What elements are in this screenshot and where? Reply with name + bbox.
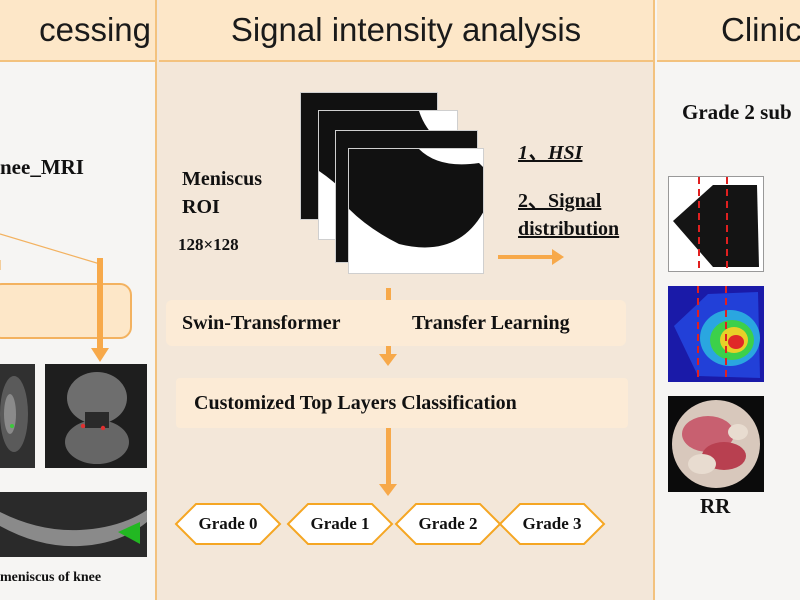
- clinical-title: Clinic: [721, 11, 800, 48]
- rr-label: RR: [700, 494, 731, 518]
- down-arrow-icon: [379, 484, 397, 496]
- swin-transformer-label: Swin-Transformer: [182, 312, 341, 334]
- classification-label: Customized Top Layers Classification: [194, 392, 517, 414]
- right-arrow-icon: [552, 249, 564, 265]
- grade-3-label: Grade 3: [522, 514, 582, 533]
- grade-1-label: Grade 1: [310, 514, 370, 533]
- hsi-label: 1、HSI: [518, 142, 583, 164]
- grade-0-diamond: Grade 0: [174, 502, 282, 546]
- mri-image-thumbnail: [0, 364, 35, 468]
- preprocessing-box: [0, 283, 132, 339]
- down-arrow-icon: [91, 348, 109, 362]
- mri-knee-image: [45, 364, 147, 468]
- preprocessing-header: cessing: [0, 0, 155, 62]
- model-box: [166, 300, 626, 346]
- down-arrow-shaft: [97, 258, 103, 354]
- classification-box: [176, 378, 628, 428]
- signal-distribution-label: 2、Signal distribution: [518, 190, 620, 240]
- right-arrow-shaft: [498, 255, 554, 259]
- meniscus-roi-label: Meniscus ROI: [182, 168, 262, 218]
- clinical-header: Clinic: [657, 0, 800, 62]
- arthroscopy-image: [668, 396, 764, 492]
- grade-0-label: Grade 0: [198, 514, 258, 533]
- grade-2-diamond: Grade 2: [394, 502, 502, 546]
- meniscus-caption: meniscus of knee: [0, 570, 102, 585]
- transfer-learning-label: Transfer Learning: [412, 312, 570, 334]
- down-arrow-icon: [379, 354, 397, 366]
- roi-size-label: 128×128: [178, 235, 239, 254]
- column-divider-right: [653, 0, 655, 600]
- column-divider-left: [155, 0, 157, 600]
- connector-lines: [0, 233, 101, 270]
- roi-slice-image: [348, 148, 484, 274]
- grade-2-subtype-label: Grade 2 sub: [682, 100, 792, 124]
- grade-1-diamond: Grade 1: [286, 502, 394, 546]
- heatmap-image: [668, 286, 764, 382]
- grade-3-diamond: Grade 3: [498, 502, 606, 546]
- down-arrow-shaft: [386, 428, 391, 488]
- knee-mri-label: nee_MRI: [0, 155, 84, 179]
- signal-analysis-title: Signal intensity analysis: [230, 11, 582, 48]
- preprocessing-title: cessing: [39, 11, 151, 48]
- grade-2-label: Grade 2: [418, 514, 478, 533]
- signal-analysis-header: Signal intensity analysis: [159, 0, 653, 62]
- mri-meniscus-image: [0, 492, 147, 557]
- meniscus-grade2-image: [668, 176, 764, 272]
